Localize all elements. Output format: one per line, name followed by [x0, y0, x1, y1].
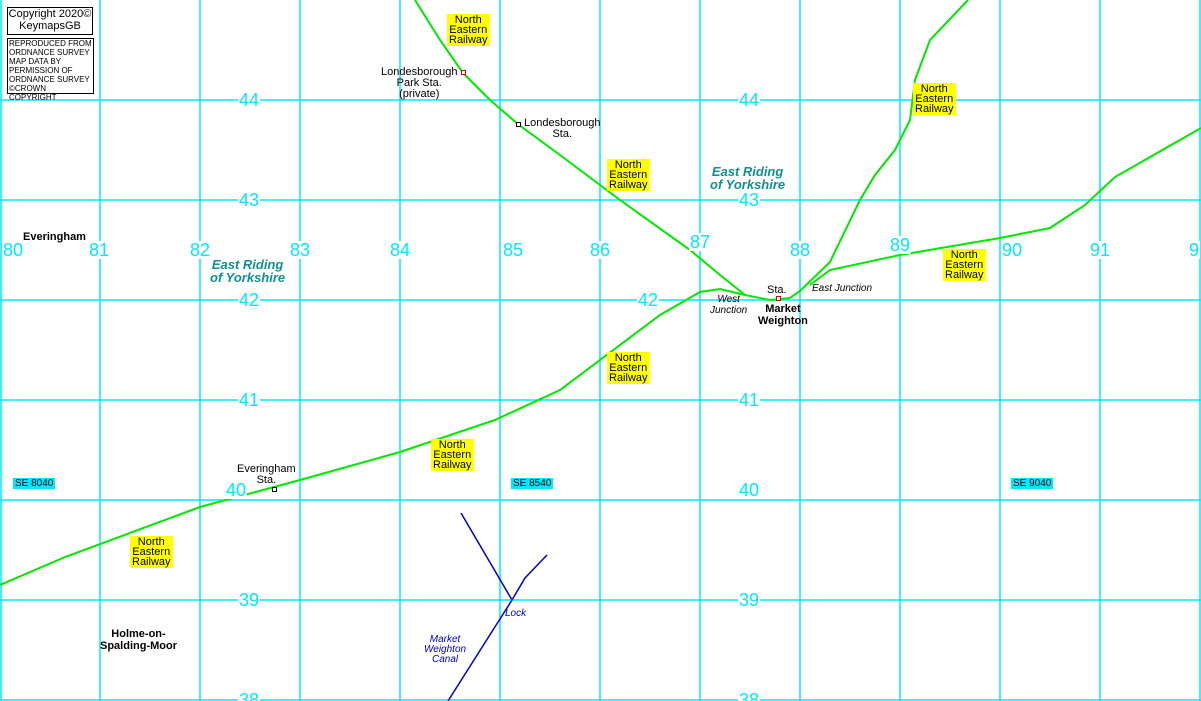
os-notice-line: PERMISSION OF — [9, 66, 73, 75]
grid-ref-label: SE 8040 — [13, 478, 56, 489]
northing-label: 41 — [738, 390, 761, 410]
northing-label: 38 — [238, 691, 261, 701]
railway-lines — [0, 0, 1201, 586]
station-marker — [272, 487, 277, 492]
os-notice-line: ORDNANCE SURVEY — [9, 75, 90, 84]
northing-label: 39 — [238, 590, 261, 610]
grid-ref-label: SE 9040 — [1011, 478, 1054, 489]
easting-label: 85 — [502, 240, 525, 260]
easting-label: 88 — [789, 240, 812, 260]
station-market-weighton: Sta. — [767, 284, 787, 296]
railway-selby — [0, 287, 746, 586]
os-notice-line: REPRODUCED FROM — [9, 39, 92, 48]
place-everingham: Everingham — [23, 231, 86, 243]
easting-label: 82 — [189, 240, 212, 260]
easting-label: 80 — [2, 240, 25, 260]
easting-label: 83 — [289, 240, 312, 260]
east-junction-label: East Junction — [812, 283, 873, 294]
easting-label: 89 — [889, 235, 912, 255]
canal-lines — [447, 512, 548, 701]
easting-label: 86 — [589, 240, 612, 260]
copyright-brand: KeymapsGB — [19, 20, 81, 32]
station-marker — [776, 296, 781, 301]
grid-ref-label: SE 8540 — [511, 478, 554, 489]
os-notice-line: ORDNANCE SURVEY — [9, 48, 90, 57]
easting-label: 81 — [88, 240, 111, 260]
os-notice: REPRODUCED FROM ORDNANCE SURVEY MAP DATA… — [7, 38, 94, 102]
station-marker — [461, 70, 466, 75]
station-marker — [516, 122, 521, 127]
easting-label: 87 — [689, 232, 712, 252]
northing-label: 38 — [738, 691, 761, 701]
northing-label: 44 — [738, 90, 761, 110]
northing-label: 40 — [225, 480, 248, 500]
northing-label: 44 — [238, 90, 261, 110]
northing-label: 40 — [738, 480, 761, 500]
lock-label: Lock — [505, 608, 527, 619]
easting-label: 84 — [389, 240, 412, 260]
northing-label: 43 — [238, 190, 261, 210]
northing-label: 39 — [738, 590, 761, 610]
northing-label: 41 — [238, 390, 261, 410]
easting-label: 91 — [1089, 240, 1112, 260]
easting-label: 9 — [1188, 240, 1201, 260]
northing-label: 42 — [637, 290, 660, 310]
easting-label: 90 — [1001, 240, 1024, 260]
northing-label: 42 — [238, 290, 261, 310]
os-notice-line: ©CROWN COPYRIGHT — [9, 84, 57, 102]
place-holme-on-spalding-moor: Holme-on-Spalding-Moor — [100, 628, 177, 652]
copyright-line: Copyright 2020© — [8, 8, 92, 20]
railway-east — [809, 127, 1201, 286]
railway-londesborough — [414, 0, 969, 302]
os-notice-line: MAP DATA BY — [9, 57, 62, 66]
northing-label: 43 — [738, 190, 761, 210]
copyright-box: Copyright 2020© KeymapsGB — [7, 7, 93, 35]
